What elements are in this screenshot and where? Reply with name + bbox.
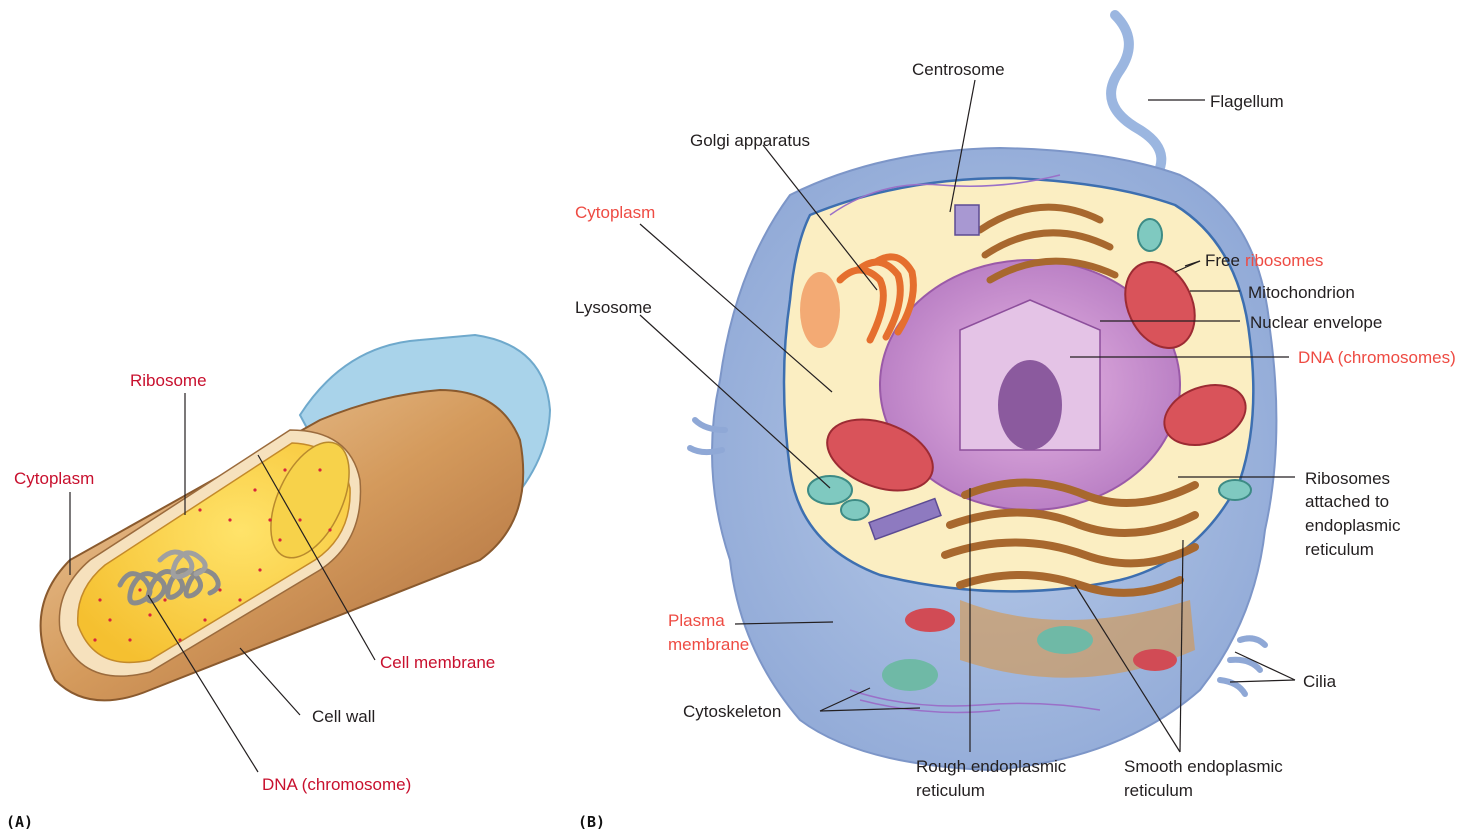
label-cell-membrane-a: Cell membrane xyxy=(380,653,495,672)
nucleolus xyxy=(998,360,1062,450)
panel-label-a: (A) xyxy=(6,813,33,831)
label-golgi: Golgi apparatus xyxy=(690,131,810,150)
label-rough-er-2: reticulum xyxy=(916,781,985,800)
label-plasma-2: membrane xyxy=(668,635,749,654)
label-free: Free xyxy=(1205,251,1240,270)
label-er-ribosomes-1: Ribosomes xyxy=(1305,469,1390,488)
label-ribosomes: ribosomes xyxy=(1245,251,1323,270)
panel-label-b: (B) xyxy=(578,813,605,831)
label-nuclear-envelope: Nuclear envelope xyxy=(1250,313,1382,332)
label-er-ribosomes-3: endoplasmic xyxy=(1305,516,1401,535)
label-cytoplasm-b: Cytoplasm xyxy=(575,203,655,222)
label-dna-a: DNA (chromosome) xyxy=(262,775,411,794)
label-er-ribosomes-4: reticulum xyxy=(1305,540,1374,559)
prokaryote-illustration xyxy=(41,335,550,700)
label-dna-b: DNA (chromosomes) xyxy=(1298,348,1456,367)
label-cytoskeleton: Cytoskeleton xyxy=(683,702,781,721)
label-cell-wall-a: Cell wall xyxy=(312,707,375,726)
label-mitochondrion: Mitochondrion xyxy=(1248,283,1355,302)
eukaryote-illustration xyxy=(690,15,1276,770)
label-rough-er-1: Rough endoplasmic xyxy=(916,757,1067,776)
label-cytoplasm-a: Cytoplasm xyxy=(14,469,94,488)
label-plasma-1: Plasma xyxy=(668,611,725,630)
label-lysosome: Lysosome xyxy=(575,298,652,317)
label-centrosome: Centrosome xyxy=(912,60,1005,79)
label-smooth-er-1: Smooth endoplasmic xyxy=(1124,757,1283,776)
label-er-ribosomes-2: attached to xyxy=(1305,492,1389,511)
label-flagellum: Flagellum xyxy=(1210,92,1284,111)
label-ribosome-a: Ribosome xyxy=(130,371,207,390)
label-smooth-er-2: reticulum xyxy=(1124,781,1193,800)
label-cilia: Cilia xyxy=(1303,672,1337,691)
